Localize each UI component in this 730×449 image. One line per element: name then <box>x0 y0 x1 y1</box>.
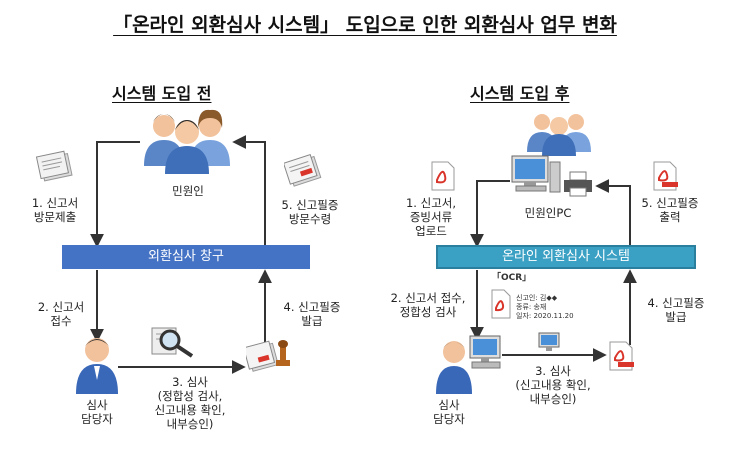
magnifier-icon <box>151 327 194 358</box>
before-step1-label: 1. 신고서 방문제출 <box>31 196 79 224</box>
person-icon-after <box>436 341 472 394</box>
monitor-icon <box>469 335 501 369</box>
before-step2-label: 2. 신고서 접수 <box>37 300 85 328</box>
document-stack-icon <box>36 150 73 182</box>
arrow-after-step5 <box>595 179 631 245</box>
monitor-icon-small <box>538 332 560 351</box>
pdf-icon-certificate <box>653 161 678 191</box>
before-heading: 시스템 도입 전 <box>112 84 212 103</box>
people-group-icon <box>144 109 230 174</box>
after-step1-label: 1. 신고서, 증빙서류 업로드 <box>405 196 457 238</box>
page-title: 「온라인 외환심사 시스템」 도입으로 인한 외환심사 업무 변화 <box>113 14 617 36</box>
after-step5-label: 5. 신고필증 출력 <box>641 196 699 224</box>
after-step3-label: 3. 심사 (신고내용 확인, 내부승인) <box>515 364 591 406</box>
after-step2-label: 2. 신고서 접수, 정합성 검사 <box>390 291 466 319</box>
people-group-icon-after <box>527 114 591 156</box>
before-step4-label: 4. 신고필증 발급 <box>283 300 341 328</box>
stamp-icon <box>246 340 290 372</box>
arrow-before-step5 <box>232 135 266 245</box>
arrow-before-step1 <box>90 141 140 248</box>
person-icon <box>76 338 118 394</box>
system-bar: 온라인 외환심사 시스템 <box>436 245 696 269</box>
after-reviewer-label: 심사 담당자 <box>433 398 465 426</box>
ocr-fields: 신고인: 김◆◆ 종류: 송재 일자: 2020.11.20 <box>516 294 574 320</box>
pdf-icon-ocr <box>491 289 511 319</box>
certificate-icon <box>284 154 322 187</box>
before-applicant-label: 민원인 <box>172 184 204 198</box>
after-heading: 시스템 도입 후 <box>470 84 570 103</box>
pdf-icon <box>431 161 455 191</box>
before-step3-label: 3. 심사 (정합성 검사, 신고내용 확인, 내부승인) <box>154 375 226 431</box>
computer-icon <box>511 155 561 193</box>
after-step4-label: 4. 신고필증 발급 <box>647 296 705 324</box>
arrow-after-step1 <box>470 180 510 248</box>
printer-icon <box>564 171 592 197</box>
ocr-label: 「OCR」 <box>492 273 532 283</box>
after-applicant-label: 민원인PC <box>524 206 572 220</box>
before-reviewer-label: 심사 담당자 <box>81 398 113 426</box>
before-step5-label: 5. 신고필증 방문수령 <box>281 198 339 226</box>
pdf-icon-issued <box>609 341 634 371</box>
window-bar: 외환심사 창구 <box>62 245 310 269</box>
